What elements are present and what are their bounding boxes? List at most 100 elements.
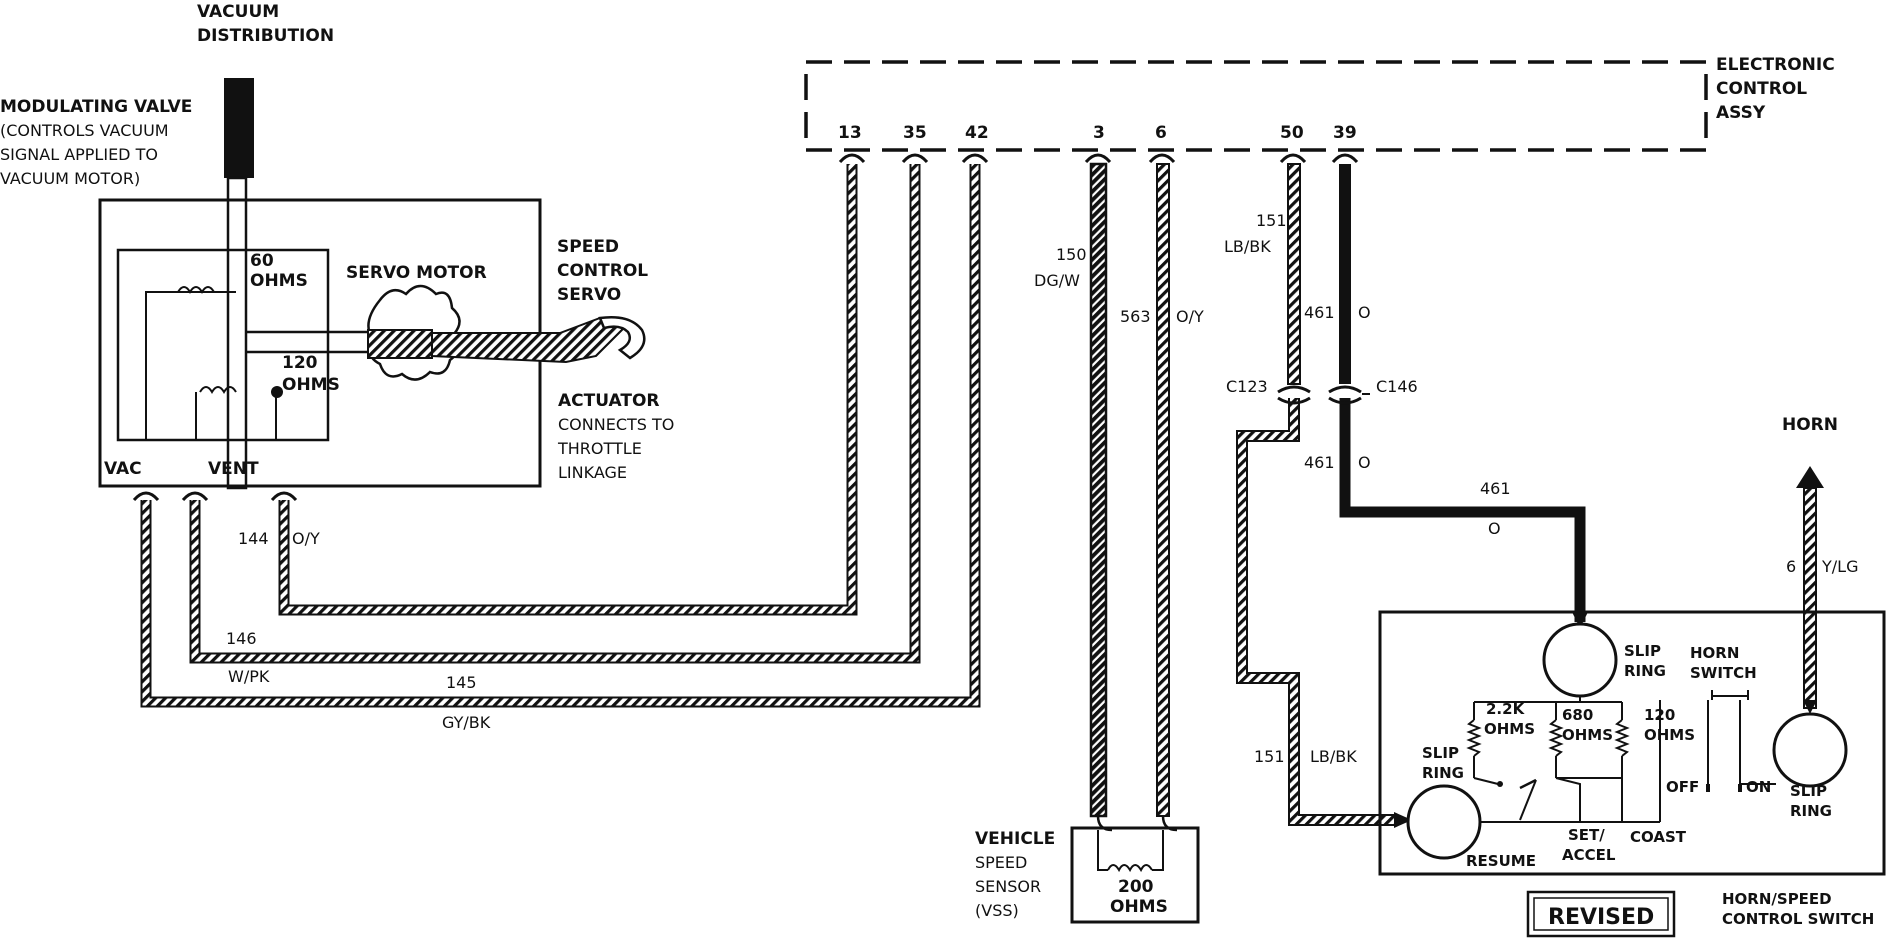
r-680-label-1: 680 bbox=[1562, 706, 1593, 724]
w146-color: W/PK bbox=[228, 667, 270, 686]
resume-pivot bbox=[1497, 781, 1503, 787]
horn-label: HORN bbox=[1782, 415, 1838, 435]
eca-label-2: CONTROL bbox=[1716, 79, 1807, 99]
switch-housing bbox=[1378, 610, 1886, 876]
slip-ring-right bbox=[1772, 712, 1848, 788]
actuator-label-3: THROTTLE bbox=[557, 439, 642, 458]
w151a-num: 151 bbox=[1256, 211, 1287, 230]
slip-ring-left bbox=[1406, 784, 1482, 860]
vss-label-2: SPEED bbox=[975, 853, 1027, 872]
vss-label-1: VEHICLE bbox=[975, 829, 1055, 849]
modulating-valve-label-3: SIGNAL APPLIED TO bbox=[0, 145, 158, 164]
eca-box bbox=[804, 60, 1708, 152]
pin-3: 3 bbox=[1093, 123, 1105, 143]
w145-color: GY/BK bbox=[442, 713, 491, 732]
w144-color: O/Y bbox=[292, 529, 320, 548]
speed-control-servo-label-2: CONTROL bbox=[557, 261, 648, 281]
actuator-rod bbox=[431, 317, 623, 364]
resume-link bbox=[1519, 779, 1537, 821]
off-label: OFF bbox=[1666, 778, 1699, 796]
modulating-valve-label-2: (CONTROLS VACUUM bbox=[0, 121, 169, 140]
slip-ring-right-label-2: RING bbox=[1790, 802, 1832, 820]
modulating-valve-label-1: MODULATING VALVE bbox=[0, 97, 192, 117]
horn-speed-control-switch: HORN SLIP RING 2.2K OHMS 680 OHMS 120 OH… bbox=[1378, 415, 1886, 938]
pin-13: 13 bbox=[838, 123, 862, 143]
r-22k-label-2: OHMS bbox=[1484, 720, 1535, 738]
r-120-label-2: OHMS bbox=[1644, 726, 1695, 744]
wire-6-arrow bbox=[1803, 700, 1817, 714]
coil-wire-1 bbox=[145, 291, 236, 440]
r-22k-label-1: 2.2K bbox=[1486, 700, 1526, 718]
resume-label: RESUME bbox=[1466, 852, 1536, 870]
eca-label-1: ELECTRONIC bbox=[1716, 55, 1835, 75]
wire-145 bbox=[142, 164, 979, 706]
servo-plunger bbox=[367, 329, 433, 359]
set-accel-label-1: SET/ bbox=[1568, 826, 1605, 844]
vss-coil bbox=[1107, 864, 1153, 873]
vss-coil-lead-left bbox=[1097, 830, 1108, 871]
actuator-hook bbox=[598, 316, 646, 360]
w6-color: Y/LG bbox=[1821, 557, 1858, 576]
coil-60-ohm bbox=[177, 286, 215, 294]
c123-label: C123 bbox=[1226, 377, 1268, 396]
wire-151-arrow bbox=[1394, 812, 1412, 828]
slip-ring-top-label-1: SLIP bbox=[1624, 642, 1661, 660]
w151b-num: 151 bbox=[1254, 747, 1285, 766]
resistor-120 bbox=[1614, 719, 1630, 757]
w563-num: 563 bbox=[1120, 307, 1151, 326]
wire-144 bbox=[280, 164, 856, 614]
w461a-color: O bbox=[1358, 303, 1371, 322]
w6-num: 6 bbox=[1786, 557, 1796, 576]
vss-terminal-left bbox=[1096, 815, 1113, 832]
electronic-control-assy: ELECTRONIC CONTROL ASSY 13 35 42 3 6 50 … bbox=[804, 55, 1835, 164]
ohms-120-label-2: OHMS bbox=[282, 375, 340, 395]
wire-563 bbox=[1156, 163, 1170, 817]
w461c-num: 461 bbox=[1480, 479, 1511, 498]
speed-control-servo-label-3: SERVO bbox=[557, 285, 621, 305]
w151a-color: LB/BK bbox=[1224, 237, 1271, 256]
actuator-label-4: LINKAGE bbox=[558, 463, 627, 482]
wire-labels: 144 O/Y 146 W/PK 145 GY/BK 150 DG/W 563 … bbox=[226, 211, 1858, 766]
pin-42: 42 bbox=[965, 123, 989, 143]
revised-stamp-inner bbox=[1533, 897, 1669, 931]
c123-male bbox=[1277, 396, 1311, 405]
port-vac-label: VAC bbox=[104, 459, 142, 479]
c146-male bbox=[1328, 396, 1362, 405]
horn-speed-switch-label-1: HORN/SPEED bbox=[1722, 890, 1832, 908]
set-accel-label-2: ACCEL bbox=[1562, 846, 1616, 864]
terminal-144 bbox=[270, 491, 298, 502]
resistor-680 bbox=[1548, 719, 1564, 757]
pin-6: 6 bbox=[1155, 123, 1167, 143]
w150-color: DG/W bbox=[1034, 271, 1080, 290]
terminal-42 bbox=[961, 153, 989, 164]
pin-39: 39 bbox=[1333, 123, 1357, 143]
terminal-vac bbox=[132, 491, 160, 502]
coast-label: COAST bbox=[1630, 828, 1687, 846]
vss-terminal-right bbox=[1161, 815, 1178, 832]
vss-ohms-2: OHMS bbox=[1110, 897, 1168, 917]
servo-section: VACUUM DISTRIBUTION MODULATING VALVE (CO… bbox=[0, 2, 674, 490]
servo-terminals bbox=[132, 491, 298, 502]
wire-6 bbox=[1803, 487, 1817, 709]
actuator-label-1: ACTUATOR bbox=[558, 391, 660, 411]
slip-ring-top bbox=[1542, 622, 1618, 698]
ohms-60-label-2: OHMS bbox=[250, 271, 308, 291]
vss-coil-lead-right bbox=[1152, 830, 1164, 871]
c146-label: C146 bbox=[1376, 377, 1418, 396]
horn-switch-label-2: SWITCH bbox=[1690, 664, 1757, 682]
horn-speed-switch-label-2: CONTROL SWITCH bbox=[1722, 910, 1874, 928]
c123-female bbox=[1277, 385, 1311, 394]
vss-label-3: SENSOR bbox=[975, 877, 1041, 896]
resume-contact bbox=[1473, 777, 1499, 785]
wires bbox=[140, 162, 1824, 828]
wire-461-arrow bbox=[1572, 612, 1588, 628]
vacuum-hose bbox=[224, 78, 254, 178]
w461b-color: O bbox=[1358, 453, 1371, 472]
valve-housing bbox=[116, 248, 330, 442]
revised-stamp-text: REVISED bbox=[1548, 905, 1654, 930]
w461c-color: O bbox=[1488, 519, 1501, 538]
w144-num: 144 bbox=[238, 529, 269, 548]
vss-box bbox=[1070, 826, 1200, 924]
wire-151-upper bbox=[1287, 163, 1301, 385]
w151b-color: LB/BK bbox=[1310, 747, 1357, 766]
